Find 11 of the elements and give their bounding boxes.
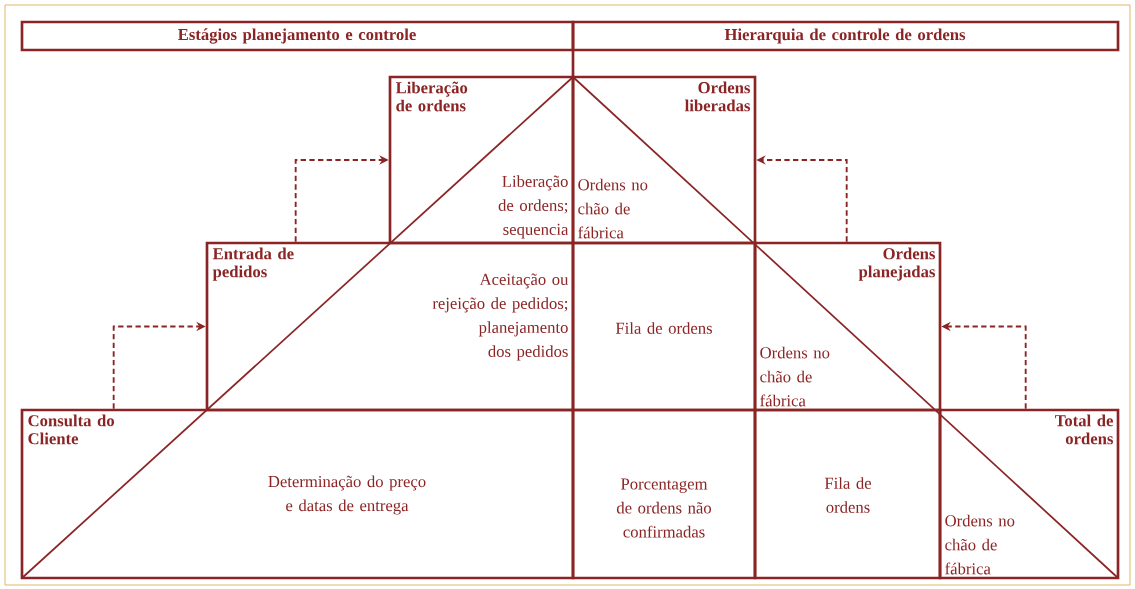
stage-box: Liberação de ordens Liberação de ordens; sequencia [388, 75, 575, 245]
stage-box: Consulta do Cliente Determinação do preço e datas de entrega [20, 408, 575, 580]
stage-box: Porcentagem de ordens não confirmadas [571, 408, 757, 580]
stage-box: Total de ordens Ordens no chão de fábrica [938, 408, 1120, 580]
stage-box: Ordens planejadas Ordens no chão de fábrica [753, 241, 942, 412]
stage-box: Fila de ordens [753, 408, 942, 580]
header-cell: Estágios planejamento e controle [20, 20, 575, 52]
stage-box: Ordens liberadas Ordens no chão de fábrica [571, 75, 757, 245]
header-cell: Hierarquia de controle de ordens [571, 20, 1120, 52]
stage-box: Fila de ordens [571, 241, 757, 412]
stage-box: Entrada de pedidos Aceitação ou rejeição de pedidos; planejamento dos pedidos [205, 241, 575, 412]
